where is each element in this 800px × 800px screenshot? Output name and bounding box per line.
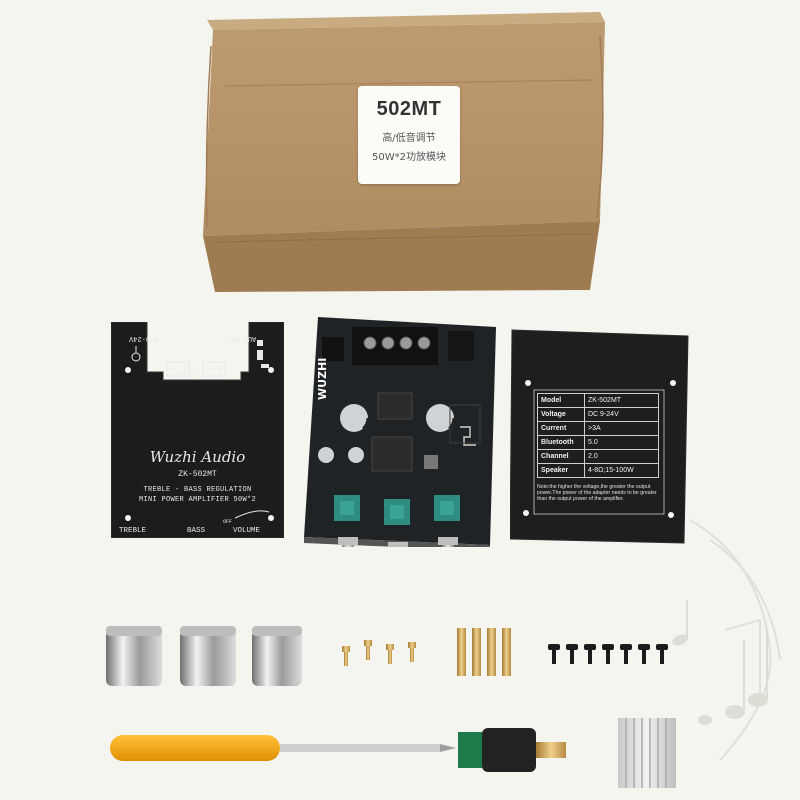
- box-line-1: 高/低音调节: [382, 133, 436, 144]
- aux-input-label: AUX-IN: [231, 334, 257, 342]
- accessories: [106, 626, 676, 788]
- brass-standoffs: [457, 628, 511, 676]
- spec-key: Speaker: [537, 463, 585, 478]
- box-label: 502MT 高/低音调节 50W*2功放模块: [358, 86, 460, 184]
- off-label: OFF: [223, 519, 233, 525]
- screwdriver: [110, 735, 456, 761]
- front-panel-plate: [111, 322, 284, 538]
- knob-cap: [180, 626, 236, 686]
- front-desc-line-2: MINI POWER AMPLIFIER 50W*2: [138, 496, 257, 504]
- brass-screws: [342, 640, 416, 666]
- spec-value: DC 9-24V: [584, 407, 659, 422]
- front-model: ZK-502MT: [178, 470, 217, 479]
- pcb-brand-text: WUZHI: [316, 357, 329, 400]
- spec-value: 4-8Ω;15-100W: [584, 463, 659, 478]
- spec-key: Bluetooth: [537, 435, 585, 450]
- spec-note: Note:the higher the voltage,the greater …: [537, 484, 657, 503]
- box-model-text: 502MT: [376, 98, 442, 120]
- front-desc-line-1: TREBLE - BASS REGULATION: [143, 486, 252, 494]
- table-row: Current>3A: [537, 421, 659, 436]
- front-brand: Wuzhi Audio: [149, 448, 246, 466]
- speaker-right-label: + R -: [209, 363, 231, 371]
- bass-label: BASS: [187, 527, 206, 535]
- box-line-2: 50W*2功放模块: [372, 152, 446, 163]
- knob-cap: [106, 626, 162, 686]
- treble-label: TREBLE: [119, 527, 147, 535]
- spec-key: Channel: [537, 449, 585, 464]
- spec-key: Current: [537, 421, 585, 436]
- volume-label: VOLUME: [233, 527, 261, 535]
- amplifier-board: [304, 317, 496, 547]
- spec-key: Model: [537, 393, 585, 408]
- spec-value: 2.0: [584, 449, 659, 464]
- front-panel-text-layer: DC9-24V AUX-IN + L - + R - Wuzhi Audio Z…: [111, 322, 284, 538]
- spec-value: 5.0: [584, 435, 659, 450]
- black-screws: [548, 644, 668, 664]
- dc-jack-adapter: [458, 728, 566, 772]
- spec-value: >3A: [584, 421, 659, 436]
- spec-value: ZK-502MT: [584, 393, 659, 408]
- spec-key: Voltage: [537, 407, 585, 422]
- dc-input-label: DC9-24V: [129, 334, 159, 342]
- heatsink: [618, 718, 676, 788]
- knob-cap: [252, 626, 302, 686]
- speaker-left-label: + L -: [173, 363, 195, 371]
